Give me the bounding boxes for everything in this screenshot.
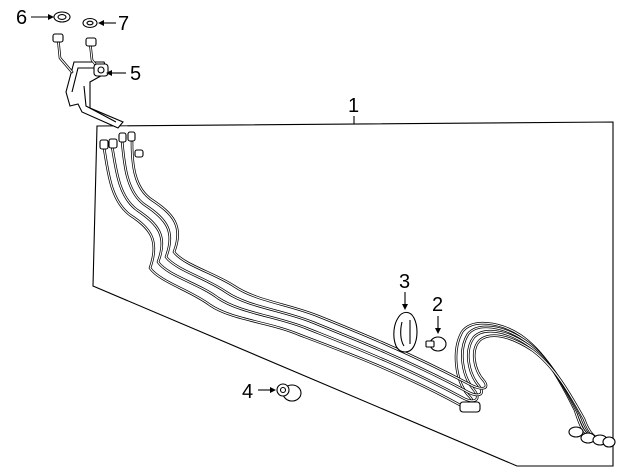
callout-6: 6 (16, 7, 27, 29)
callout-4: 4 (242, 381, 253, 403)
o-ring-part-6 (53, 11, 71, 23)
tube-end-fittings-right (459, 401, 616, 448)
washer-part-7 (82, 17, 98, 29)
arrow-7 (98, 20, 104, 26)
cooler-line-bundle (99, 131, 616, 448)
assembly-panel (92, 121, 614, 467)
grommet-part-4 (276, 383, 302, 402)
callout-3: 3 (399, 271, 410, 293)
tube-end-fittings-left (99, 131, 144, 158)
push-pin-part-2 (425, 336, 447, 352)
bracket-assembly (52, 33, 124, 129)
arrow-4 (270, 387, 276, 393)
callout-7: 7 (118, 13, 129, 35)
callout-5: 5 (130, 63, 141, 85)
arrow-6 (48, 14, 54, 20)
arrow-2 (435, 328, 441, 334)
callout-1: 1 (348, 95, 359, 117)
arrow-3 (402, 304, 408, 310)
arrow-5 (106, 70, 112, 76)
callout-2: 2 (432, 294, 443, 316)
clip-part-3 (393, 311, 418, 353)
